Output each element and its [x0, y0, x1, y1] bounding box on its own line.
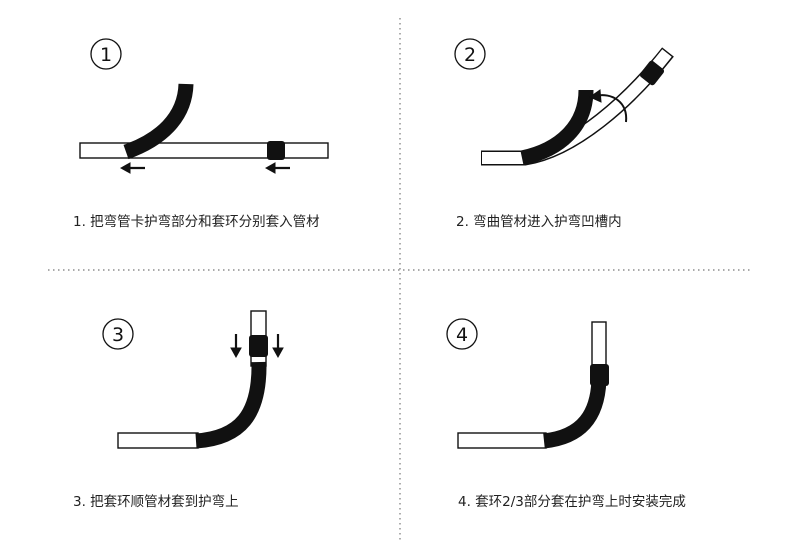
step-2-ring — [639, 60, 665, 86]
step-3-arrow-down — [230, 334, 242, 359]
step-1-panel: 1 1. 把弯管卡护弯部分和套环分别套入管材 — [73, 38, 329, 230]
step-3-badge — [102, 318, 134, 350]
step-3-arrow-down — [272, 334, 284, 359]
step-3-caption: 3. 把套环顺管材套到护弯上 — [73, 493, 239, 510]
step-3-number: 3 — [112, 324, 124, 346]
step-2-rotate-arrowhead — [588, 89, 602, 103]
step-3-ring — [249, 335, 268, 357]
step-2-number: 2 — [464, 44, 476, 66]
step-2-badge — [454, 38, 486, 70]
step-4-panel: 4 4. 套环2/3部分套在护弯上时安装完成 — [446, 318, 686, 510]
step-1-arrow-left — [119, 162, 145, 174]
step-4-ring — [590, 364, 609, 386]
step-2-bend-guard — [520, 89, 594, 166]
step-3-panel: 3 3. 把套环顺管材套到护弯上 — [73, 310, 284, 510]
step-4-pipe-horizontal — [457, 432, 547, 449]
step-1-bend-guard — [123, 83, 194, 160]
step-3-pipe-horizontal — [117, 432, 199, 449]
step-4-caption: 4. 套环2/3部分套在护弯上时安装完成 — [458, 493, 686, 510]
step-4-pipe-vertical — [591, 321, 607, 371]
step-2-pipe — [482, 49, 672, 164]
step-1-arrow-left — [264, 162, 290, 174]
step-4-number: 4 — [456, 324, 468, 346]
step-4-badge — [446, 318, 478, 350]
step-1-pipe — [79, 142, 329, 159]
step-1-caption: 1. 把弯管卡护弯部分和套环分别套入管材 — [73, 213, 320, 230]
step-1-number: 1 — [100, 44, 112, 66]
step-1-badge — [90, 38, 122, 70]
step-2-caption: 2. 弯曲管材进入护弯凹槽内 — [456, 213, 622, 230]
step-2-panel: 2 2. 弯曲管材进入护弯凹槽内 — [454, 38, 674, 230]
step-1-ring — [267, 141, 285, 160]
step-3-bend-guard — [195, 361, 267, 449]
